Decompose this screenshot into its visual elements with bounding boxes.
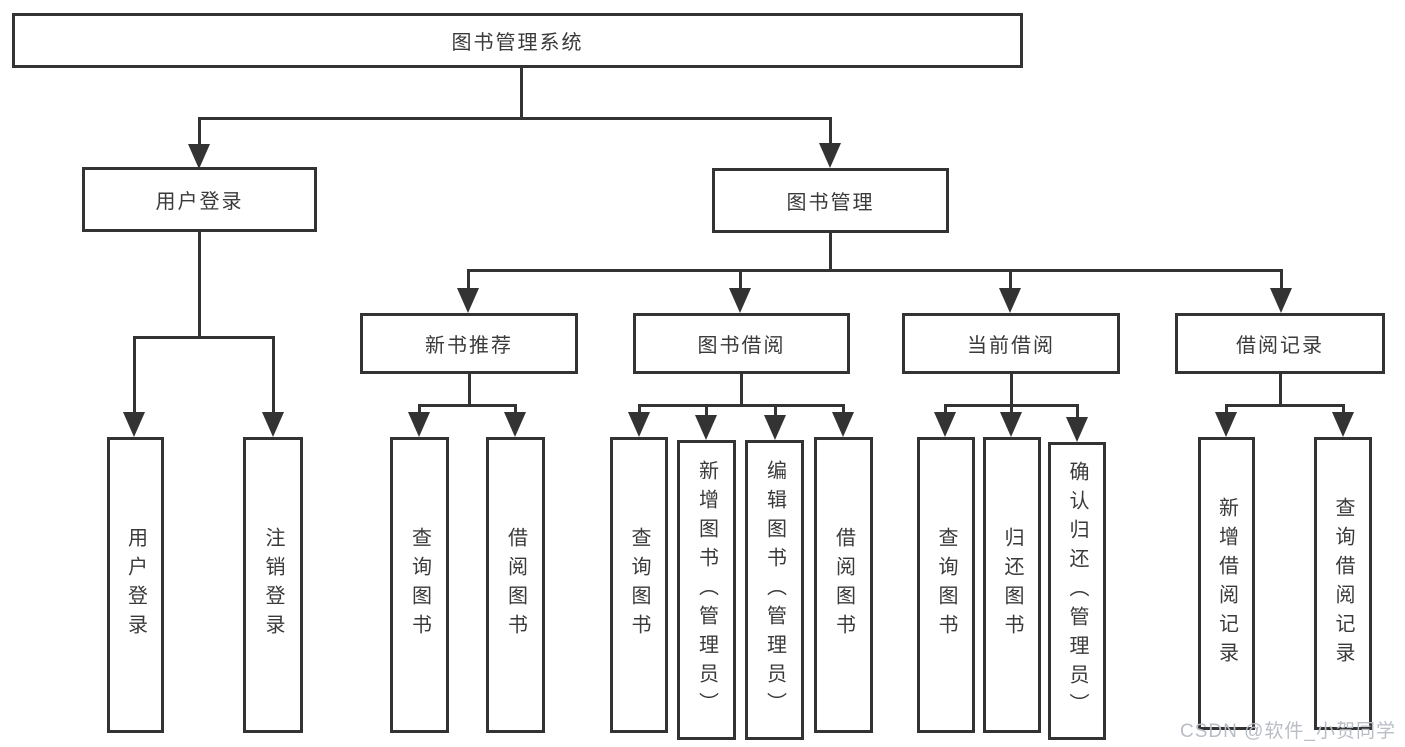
arrow-down-icon [504,412,526,437]
node-borrow-records: 借阅记录 [1175,313,1385,374]
connector-line [944,404,947,417]
connector-line [740,374,743,407]
leaf-user-login: 用户登录 [107,437,164,733]
arrow-down-icon [1215,412,1237,437]
connector-line [1076,404,1079,421]
arrow-down-icon [1000,412,1022,437]
node-book-borrow: 图书借阅 [633,313,850,374]
arrow-down-icon [764,415,786,440]
connector-line [638,404,641,417]
arrow-down-icon [934,412,956,437]
connector-line [198,232,201,339]
connector-line [133,336,136,416]
connector-line [1280,269,1283,292]
arrow-down-icon [819,143,841,168]
leaf-add-book-admin: 新增图书（管理员） [677,440,736,740]
node-user-login: 用户登录 [82,167,317,232]
leaf-query-borrow-record: 查询借阅记录 [1314,437,1372,730]
node-root: 图书管理系统 [12,13,1023,68]
arrow-down-icon [695,415,717,440]
node-current-borrow: 当前借阅 [902,313,1120,374]
leaf-edit-book-admin: 编辑图书（管理员） [745,440,804,740]
arrow-down-icon [408,412,430,437]
connector-line [829,117,832,150]
arrow-down-icon [1270,288,1292,313]
connector-line [520,67,523,120]
connector-line [198,117,201,150]
arrow-down-icon [999,288,1021,313]
node-book-management: 图书管理 [712,168,949,233]
connector-line [468,374,471,407]
connector-line [739,269,742,292]
connector-line [1010,404,1013,417]
connector-line [842,404,845,417]
connector-line [418,404,421,417]
connector-line [1010,374,1013,407]
connector-line [1279,374,1282,407]
node-new-book-recommend: 新书推荐 [360,313,578,374]
connector-line [774,404,777,419]
connector-line [198,117,832,120]
leaf-query-books-recommend: 查询图书 [390,437,449,733]
leaf-borrow-books-borrow: 借阅图书 [814,437,873,733]
arrow-down-icon [729,288,751,313]
connector-line [272,336,275,416]
connector-line [829,233,832,272]
leaf-logout: 注销登录 [243,437,303,733]
leaf-confirm-return-admin: 确认归还（管理员） [1048,442,1106,740]
leaf-borrow-books-recommend: 借阅图书 [486,437,545,733]
arrow-down-icon [628,412,650,437]
connector-line [467,269,470,292]
connector-line [133,336,275,339]
leaf-add-borrow-record: 新增借阅记录 [1198,437,1255,730]
arrow-down-icon [1066,417,1088,442]
connector-line [514,404,517,417]
leaf-return-books: 归还图书 [983,437,1041,733]
watermark: CSDN @软件_小贺同学 [1180,721,1396,742]
connector-line [705,404,708,419]
arrow-down-icon [262,412,284,437]
connector-line [1342,404,1345,417]
connector-line [467,269,1283,272]
connector-line [638,404,845,407]
connector-line [418,404,517,407]
leaf-query-books-borrow: 查询图书 [610,437,668,733]
arrow-down-icon [457,288,479,313]
connector-line [1225,404,1345,407]
connector-line [1009,269,1012,292]
arrow-down-icon [832,412,854,437]
arrow-down-icon [1332,412,1354,437]
arrow-down-icon [123,412,145,437]
connector-line [1225,404,1228,417]
arrow-down-icon [188,144,210,169]
leaf-query-books-current: 查询图书 [917,437,975,733]
